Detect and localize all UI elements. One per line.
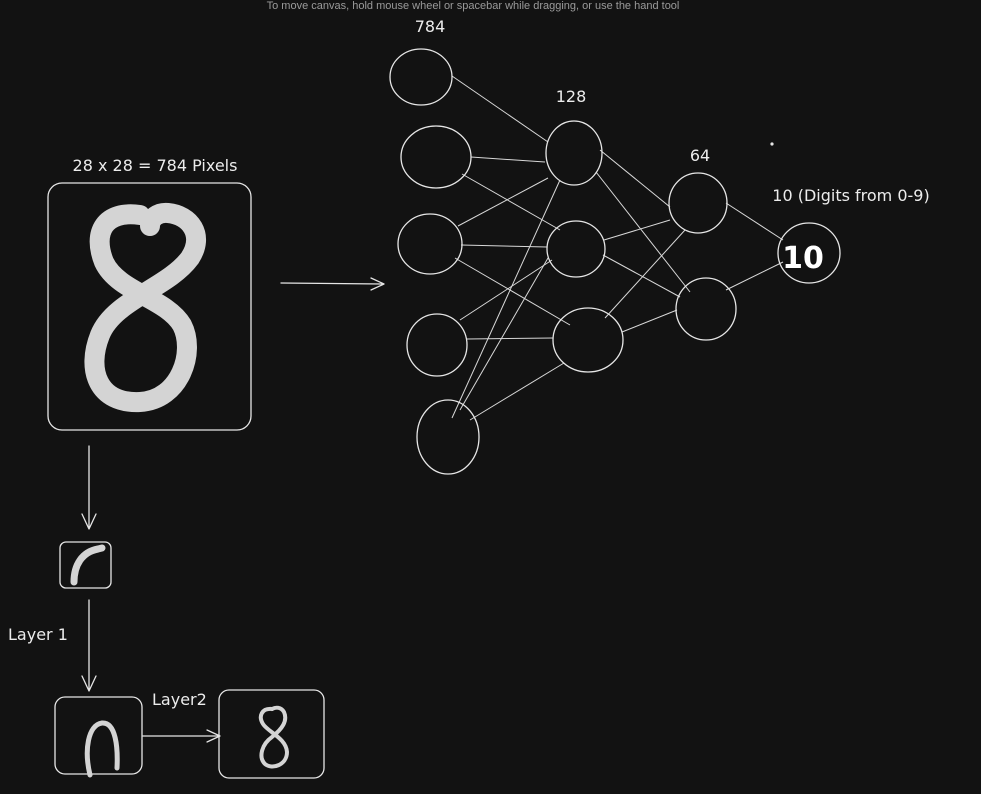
output-node[interactable] [777, 222, 841, 284]
hidden2-layer-label: 64 [690, 146, 710, 165]
input-node[interactable] [389, 48, 453, 106]
hidden2-node[interactable] [668, 172, 728, 234]
image-size-label: 28 x 28 = 784 Pixels [73, 156, 238, 175]
hidden-layer-1 [545, 120, 624, 373]
hidden1-node[interactable] [546, 220, 606, 278]
arrow-down-1 [81, 445, 97, 530]
arrow-down-2 [81, 599, 97, 692]
input-node[interactable] [416, 399, 480, 475]
output-layer-label: 10 (Digits from 0-9) [772, 186, 929, 205]
input-node[interactable] [406, 313, 468, 377]
layer2-label: Layer2 [152, 690, 207, 709]
canvas-hint: To move canvas, hold mouse wheel or spac… [266, 0, 680, 12]
input-layer-label: 784 [415, 17, 446, 36]
layer1-label: Layer 1 [8, 625, 68, 644]
digit-eight-large [84, 202, 206, 413]
hidden2-node[interactable] [675, 277, 737, 341]
arrow-to-layer2 [142, 729, 221, 743]
arch-feature [84, 720, 120, 778]
feature-box-edge[interactable] [59, 541, 112, 589]
hidden1-node[interactable] [545, 120, 603, 186]
stray-dot [770, 142, 774, 146]
input-layer [389, 48, 480, 475]
input-node[interactable] [400, 125, 472, 189]
edge-feature [70, 544, 106, 586]
feature-box-eight[interactable] [218, 689, 325, 779]
hidden-layer-2 [668, 172, 737, 341]
hidden1-node[interactable] [552, 307, 624, 373]
input-image-box[interactable] [47, 182, 252, 431]
hidden1-layer-label: 128 [556, 87, 587, 106]
arrow-to-network [280, 277, 385, 291]
output-node-label: 10 [782, 241, 824, 276]
feature-box-arch[interactable] [54, 696, 143, 775]
network-connections [451, 75, 784, 421]
input-node[interactable] [397, 213, 463, 275]
